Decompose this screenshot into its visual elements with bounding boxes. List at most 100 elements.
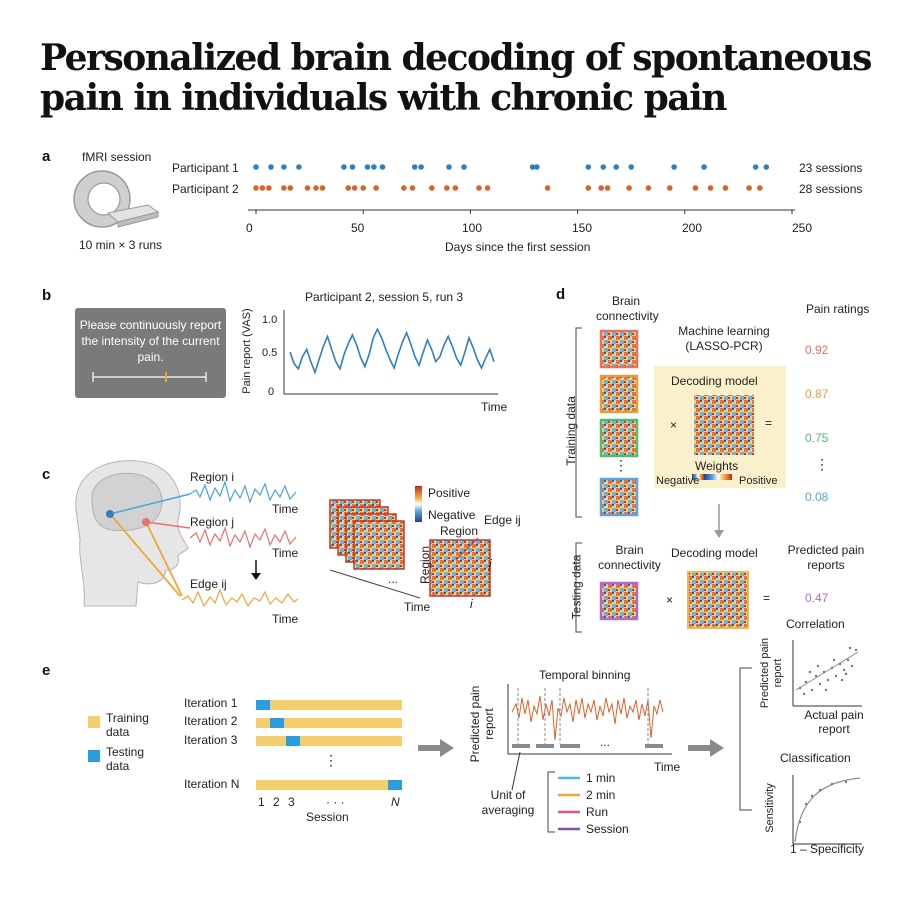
- rating-1: 0.92: [805, 343, 829, 357]
- session-dot: [360, 185, 367, 191]
- unit-2min: 2 min: [586, 788, 616, 802]
- session-dot: [598, 185, 604, 191]
- region-i-label: Region i: [190, 470, 235, 484]
- session-tick-1: 1: [258, 795, 265, 809]
- session-dot: [281, 164, 287, 170]
- fmri-session-label: fMRI session: [82, 150, 152, 164]
- classification-title: Classification: [780, 751, 851, 765]
- session-dot: [461, 164, 467, 170]
- session-dot: [364, 164, 371, 170]
- session-dot: [534, 164, 540, 170]
- iteration-2-label: Iteration 2: [184, 714, 238, 728]
- plot-b-xlabel: Time: [481, 400, 508, 414]
- instruction-text: Please continuously report the intensity…: [79, 318, 222, 364]
- session-dot: [529, 164, 536, 170]
- scatter-point: [834, 674, 838, 678]
- scatter-point: [804, 680, 808, 684]
- session-dot: [757, 185, 763, 191]
- ytick-0: 0: [268, 386, 275, 398]
- tick-250: 250: [792, 221, 813, 235]
- unit-session: Session: [586, 822, 629, 836]
- rating-3: 0.75: [805, 431, 829, 445]
- session-dot: [379, 164, 386, 170]
- session-dot: [351, 185, 358, 191]
- session-dot: [268, 164, 274, 170]
- instruction-box: Please continuously report the intensity…: [75, 308, 226, 398]
- roc-point: [844, 780, 848, 784]
- weights-label: Weights: [695, 459, 739, 473]
- scatter-point: [848, 646, 852, 650]
- matrix-time-axis: Time: [404, 600, 431, 614]
- session-dot: [409, 185, 416, 191]
- equals-sign: =: [765, 416, 773, 430]
- unit-run: Run: [586, 805, 609, 819]
- tick-200: 200: [682, 221, 703, 235]
- session-dot: [671, 164, 677, 170]
- scatter-point: [838, 662, 842, 666]
- binning-ellipsis: ...: [600, 735, 611, 749]
- session-dot: [253, 164, 259, 170]
- scatter-point: [840, 678, 844, 682]
- scatter-point: [830, 666, 834, 670]
- corr-ylabel: Predicted pain report: [759, 637, 784, 709]
- machine-learning-label: Machine learning (LASSO-PCR): [678, 324, 770, 353]
- session-dot: [544, 185, 551, 191]
- plot-b-title: Participant 2, session 5, run 3: [305, 290, 464, 304]
- scatter-point: [818, 682, 822, 686]
- session-dot: [341, 164, 347, 170]
- roc-point: [810, 794, 814, 798]
- iteration-1-label: Iteration 1: [184, 696, 238, 710]
- scatter-point: [844, 672, 848, 676]
- time-label-i: Time: [272, 502, 299, 516]
- colorbar-positive: Positive: [428, 486, 471, 500]
- session-dot: [645, 185, 652, 191]
- binning-time-label: Time: [654, 760, 681, 774]
- scatter-point: [802, 692, 806, 696]
- session-tick-2: 2: [273, 795, 280, 809]
- session-dot: [429, 185, 435, 191]
- matrix-ellipsis: ...: [388, 572, 399, 586]
- x-axis-label-days: Days since the first session: [445, 240, 591, 254]
- session-dot: [319, 185, 326, 191]
- tick-100: 100: [462, 221, 483, 235]
- session-dot: [373, 185, 379, 191]
- corr-xlabel: Actual pain report: [804, 708, 864, 736]
- session-dot: [484, 185, 491, 191]
- scatter-point: [808, 670, 812, 674]
- specificity-label: 1 – Specificity: [790, 842, 865, 856]
- session-dot: [613, 164, 619, 170]
- decoding-model-title: Decoding model: [671, 374, 758, 388]
- iteration-vdots: ⋮: [324, 752, 338, 768]
- session-dot: [266, 185, 272, 191]
- colorbar-negative: Negative: [428, 508, 476, 522]
- session-dot: [476, 185, 482, 191]
- scatter-point: [832, 658, 836, 662]
- matrix-j-label: j: [489, 557, 492, 571]
- session-tick-dots: · · ·: [326, 795, 345, 809]
- session-dot: [345, 185, 352, 191]
- edge-ij-label: Edge ij: [190, 577, 227, 591]
- time-label-edge: Time: [272, 612, 299, 626]
- participant1-sessions: 23 sessions: [799, 161, 863, 175]
- decoding-model-test: Decoding model: [671, 546, 758, 560]
- tick-150: 150: [572, 221, 593, 235]
- session-dot: [444, 185, 450, 191]
- legend-training: Training data: [106, 711, 149, 739]
- scatter-point: [846, 658, 850, 662]
- ytick-1: 1.0: [262, 314, 278, 326]
- session-dot: [763, 164, 770, 170]
- session-dot: [296, 164, 302, 170]
- weights-positive: Positive: [739, 475, 778, 487]
- pain-report-series: [289, 327, 495, 375]
- session-dot: [313, 185, 319, 191]
- roc-point: [830, 782, 834, 786]
- vdots-train: ⋮: [614, 457, 628, 473]
